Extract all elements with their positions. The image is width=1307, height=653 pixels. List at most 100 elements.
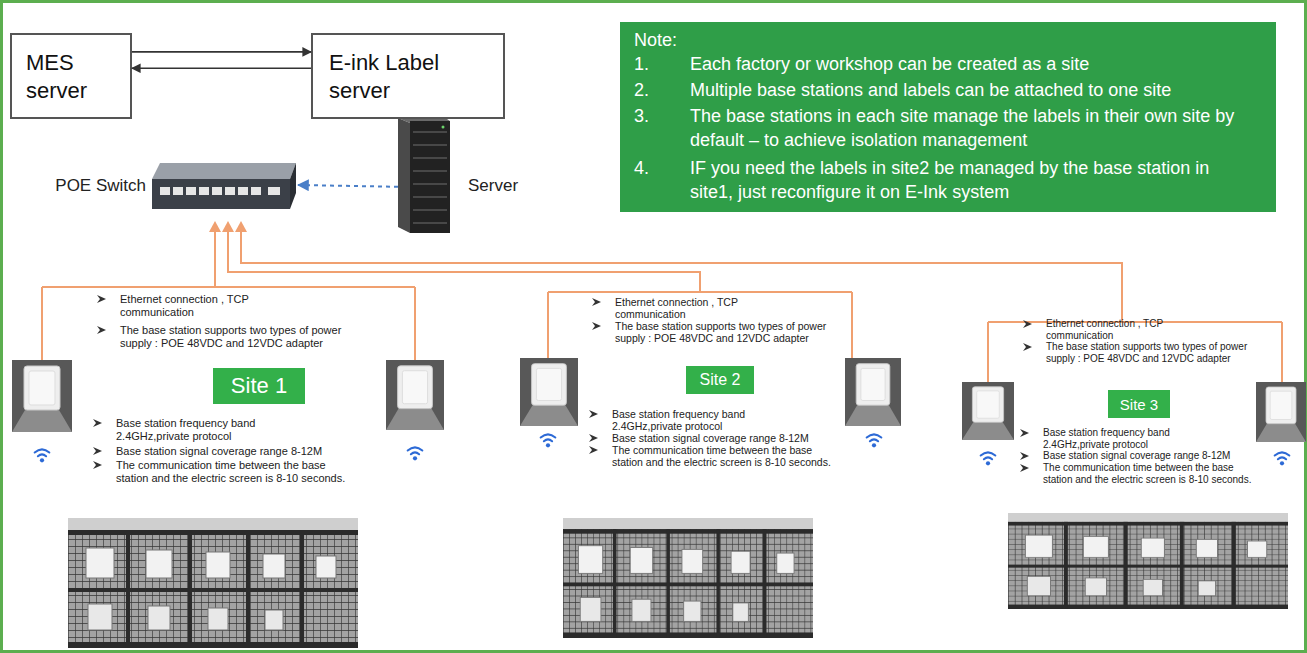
port <box>251 187 261 195</box>
spec-bullet-text: The base station supports two types of p… <box>1046 341 1251 364</box>
rack-slots <box>413 132 447 223</box>
node-text: POE Switch <box>42 176 146 196</box>
spec-bullet-text: The communication time between the base … <box>1043 462 1257 485</box>
spec-bullet-text: Base station frequency band 2.4GHz,priva… <box>116 417 291 443</box>
rack-side <box>398 118 410 233</box>
node-text: 2. <box>634 78 674 102</box>
server-box: E-ink Label server <box>311 33 505 119</box>
connector-arrow <box>132 51 311 53</box>
node-text: Multiple base stations and labels can be… <box>690 78 1255 102</box>
bullet-arrow-shape <box>1020 452 1029 460</box>
server-rack <box>398 113 450 233</box>
rack-front <box>410 121 450 233</box>
node-text: IF you need the labels in site2 be manag… <box>690 156 1250 204</box>
note-box: Note:1.Each factory or workshop can be c… <box>620 22 1276 212</box>
bullet-arrow-shape <box>592 298 601 306</box>
bullet-arrow <box>1022 319 1033 329</box>
bullet-arrow <box>588 445 599 455</box>
node-text: 3. <box>634 104 674 128</box>
connector-arrow <box>298 185 398 187</box>
rack-led <box>442 126 445 129</box>
server-rack-node: Server <box>398 116 450 234</box>
base-station <box>520 358 578 426</box>
bullet-arrow <box>1019 451 1030 461</box>
spec-bullet-text: Ethernet connection , TCP communication <box>615 296 765 320</box>
port <box>268 187 280 195</box>
port <box>225 187 235 195</box>
node-text: Site 2 <box>700 370 741 390</box>
spec-bullet-text: Base station signal coverage range 8-12M <box>612 432 852 444</box>
node-text: 1. <box>634 52 674 76</box>
wire-arrowhead <box>209 221 221 232</box>
bullet-arrow <box>588 409 599 419</box>
site-tag: Site 1 <box>213 368 305 404</box>
port <box>173 187 183 195</box>
bullet-arrow <box>588 433 599 443</box>
bullet-arrow-shape <box>1023 320 1032 328</box>
wireless-symbol <box>35 449 50 462</box>
bullet-arrow-shape <box>1020 429 1029 437</box>
bullet-arrow <box>96 294 107 304</box>
bullet-arrow-shape <box>93 419 102 427</box>
wireless-symbol <box>1275 452 1290 465</box>
base-station <box>962 382 1014 440</box>
switch-ports <box>160 187 280 195</box>
cage-photo <box>563 518 813 638</box>
node-text: Note: <box>634 28 734 52</box>
bullet-arrow <box>1019 463 1030 473</box>
base-station <box>845 358 901 426</box>
switch-top <box>152 163 296 179</box>
node-text: E-ink Label server <box>329 49 479 105</box>
node-text: MES server <box>26 49 110 105</box>
bullet-arrow-shape <box>1020 464 1029 472</box>
spec-bullet-text: Base station frequency band 2.4GHz,priva… <box>612 408 777 432</box>
site-tag: Site 3 <box>1108 390 1170 418</box>
cage-photo <box>68 518 358 648</box>
node-text: 4. <box>634 156 674 180</box>
bullet-arrow-shape <box>589 410 598 418</box>
bullet-arrow-shape <box>589 434 598 442</box>
wire-arrowhead <box>222 221 234 232</box>
bullet-arrow-shape <box>592 322 601 330</box>
wireless-symbol <box>541 434 556 447</box>
wire-arrowhead <box>235 221 247 232</box>
bullet-arrow-shape <box>589 446 598 454</box>
node-text: Site 1 <box>231 373 287 399</box>
port <box>212 187 222 195</box>
port <box>186 187 196 195</box>
port <box>160 187 170 195</box>
wireless-symbol <box>408 447 423 460</box>
poe-switch <box>152 163 296 209</box>
bullet-arrow-shape <box>1023 343 1032 351</box>
spec-bullet-text: Base station frequency band 2.4GHz,priva… <box>1043 427 1198 450</box>
wireless-symbol <box>981 452 996 465</box>
bullet-arrow <box>92 418 103 428</box>
ethernet-wires <box>42 230 1282 382</box>
bullet-arrow-shape <box>93 461 102 469</box>
site-tag: Site 2 <box>686 366 754 394</box>
node-text: Server <box>468 176 538 196</box>
bullet-arrow <box>591 297 602 307</box>
port <box>199 187 209 195</box>
switch-side <box>290 163 296 209</box>
spec-bullet-text: Ethernet connection , TCP communication <box>1046 318 1186 341</box>
bullet-arrow <box>591 321 602 331</box>
base-station <box>386 360 444 430</box>
node-text: Site 3 <box>1120 395 1158 414</box>
base-station <box>12 360 72 432</box>
bullet-arrow-shape <box>93 447 102 455</box>
spec-bullet-text: Base station signal coverage range 8-12M <box>1043 450 1273 462</box>
bullet-arrow <box>96 325 107 335</box>
spec-bullet-text: Base station signal coverage range 8-12M <box>116 445 376 458</box>
wireless-symbol <box>867 434 882 447</box>
bullet-arrow <box>92 446 103 456</box>
bullet-arrow <box>92 460 103 470</box>
spec-bullet-text: The communication time between the base … <box>612 444 840 468</box>
base-station <box>1256 382 1306 442</box>
spec-bullet-text: The communication time between the base … <box>116 459 354 485</box>
bullet-arrow-shape <box>97 326 106 334</box>
bullet-arrow <box>1022 342 1033 352</box>
connector-arrow <box>132 67 311 69</box>
